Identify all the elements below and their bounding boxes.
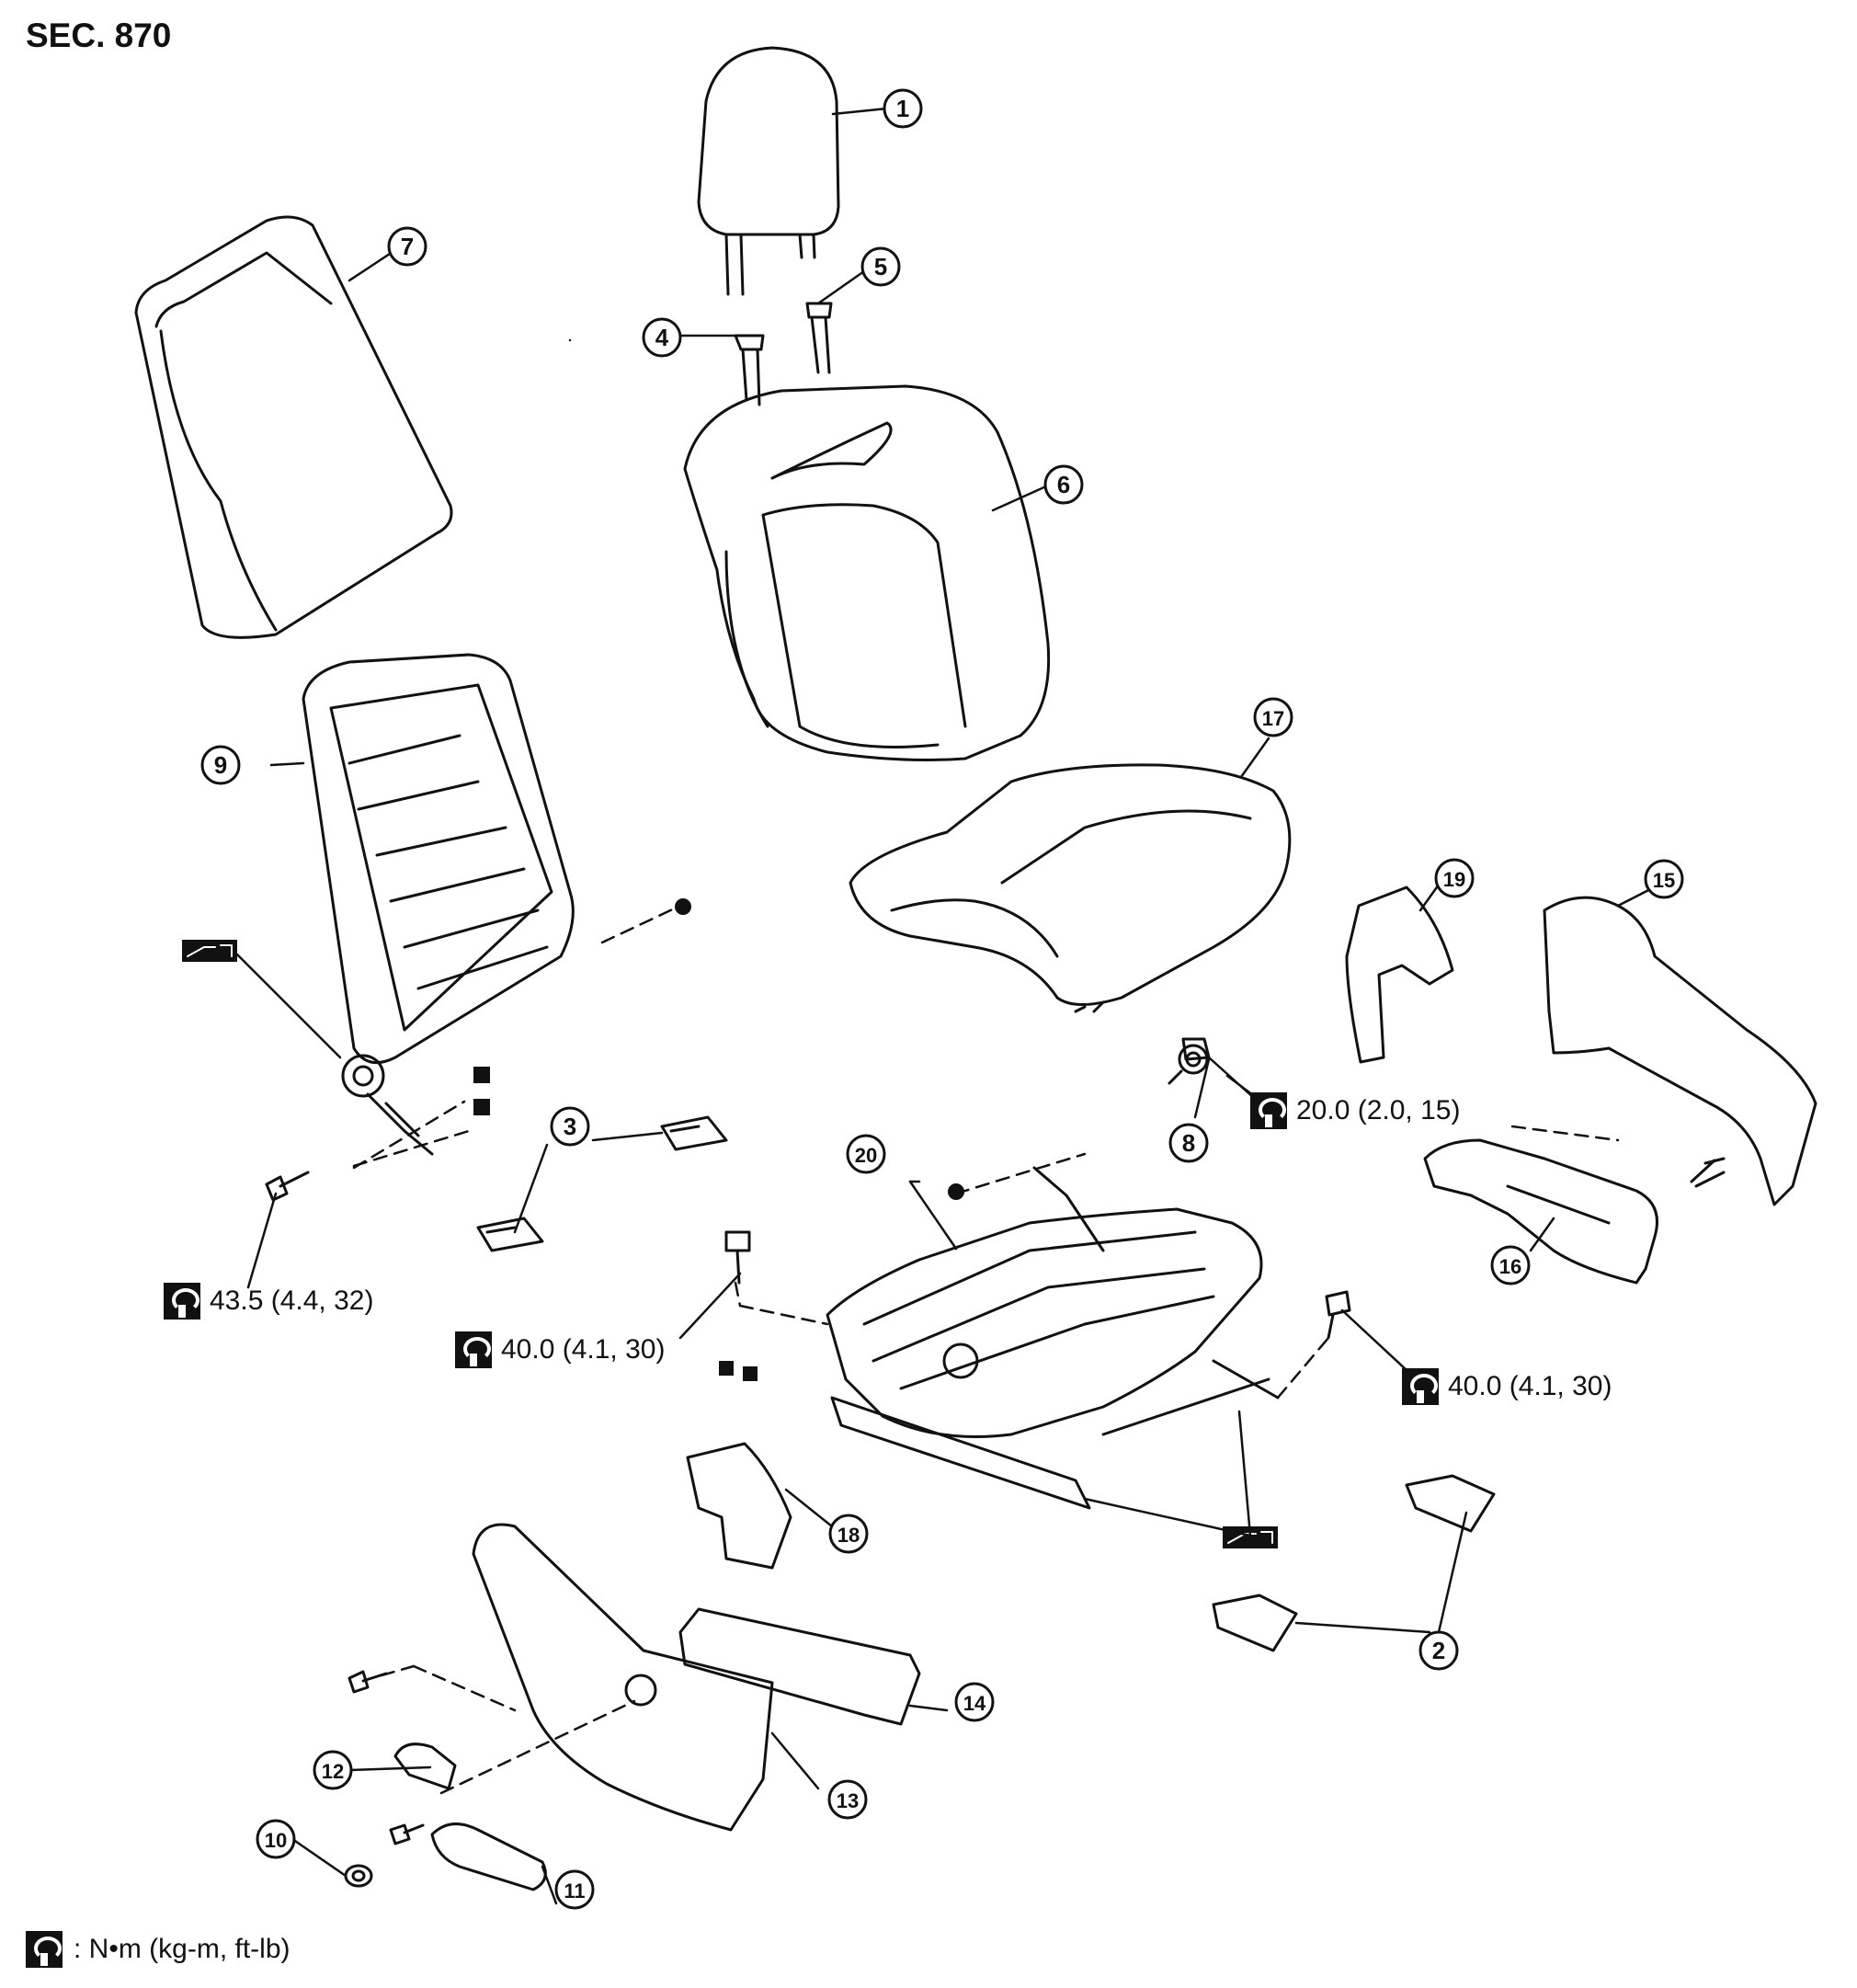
torque-spec-1-value: 20.0 (2.0, 15)	[1296, 1095, 1461, 1125]
torque-spec-2-value: 43.5 (4.4, 32)	[210, 1285, 374, 1316]
callout-circle-8	[1168, 1123, 1209, 1163]
inner-cover	[1345, 885, 1454, 1064]
callout-number-16: 16	[1499, 1255, 1521, 1278]
seatback-frame	[302, 653, 575, 1156]
leader-lines	[235, 107, 1661, 1905]
callout-circle-3	[550, 1106, 590, 1147]
torque-wrench-icon	[1250, 1092, 1287, 1129]
torque-wrench-icon	[26, 1931, 63, 1968]
torque-spec-3: 40.0 (4.1, 30)	[455, 1331, 665, 1368]
section-label: SEC. 870	[26, 17, 172, 54]
callout-number-3: 3	[564, 1113, 576, 1140]
bolts	[265, 1157, 1726, 1845]
callout-circle-16	[1490, 1245, 1531, 1285]
callout-number-9: 9	[214, 751, 227, 779]
callout-number-17: 17	[1262, 707, 1284, 730]
callout-circle-10	[256, 1819, 296, 1859]
headrest	[697, 46, 840, 296]
callout-number-2: 2	[1432, 1637, 1445, 1664]
torque-spec-2: 43.5 (4.4, 32)	[164, 1283, 373, 1320]
torque-legend-text: : N•m (kg-m, ft-lb)	[74, 1934, 291, 1964]
callout-circle-1	[883, 88, 923, 129]
callout-circle-4	[642, 317, 682, 358]
torque-spec-3-value: 40.0 (4.1, 30)	[501, 1334, 666, 1365]
callout-circle-12	[313, 1750, 353, 1790]
callout-number-14: 14	[963, 1692, 986, 1715]
callout-circle-19	[1434, 858, 1475, 898]
seat-frame	[826, 1166, 1280, 1510]
callout-number-7: 7	[401, 233, 414, 260]
seat-cushion	[849, 763, 1292, 1013]
seatback-trim	[683, 384, 1051, 761]
callout-number-6: 6	[1057, 471, 1070, 498]
seat-side-cover	[472, 1523, 774, 1832]
callout-number-11: 11	[564, 1879, 585, 1902]
callout-number-19: 19	[1443, 868, 1465, 891]
torque-spec-4: 40.0 (4.1, 30)	[1402, 1368, 1612, 1405]
callout-circle-17	[1253, 697, 1293, 737]
bracket-2	[1212, 1474, 1496, 1652]
callout-circle-18	[828, 1514, 869, 1554]
torque-wrench-icon	[455, 1331, 492, 1368]
side-shield	[678, 1607, 921, 1726]
callout-number-12: 12	[322, 1760, 344, 1783]
bolt-8	[1168, 1037, 1211, 1085]
callout-circle-5	[860, 246, 901, 287]
recliner-handle	[430, 1822, 547, 1891]
torque-wrench-icon	[1402, 1368, 1439, 1405]
lever-knob	[393, 1742, 457, 1790]
callout-number-18: 18	[837, 1524, 860, 1547]
callout-circle-14	[954, 1682, 995, 1722]
callout-number-15: 15	[1653, 869, 1675, 892]
markers	[473, 898, 964, 1381]
callout-number-10: 10	[265, 1829, 287, 1852]
torque-spec-4-value: 40.0 (4.1, 30)	[1448, 1371, 1612, 1401]
torque-legend: : N•m (kg-m, ft-lb)	[26, 1931, 291, 1968]
callout-circle-20	[846, 1134, 886, 1174]
adjuster-symbol-icon	[182, 940, 1278, 1548]
bracket-3	[476, 1115, 728, 1252]
handle-washer	[344, 1864, 373, 1888]
callout-circle-2	[1418, 1630, 1459, 1671]
callout-number-20: 20	[855, 1144, 877, 1167]
callout-circle-11	[554, 1869, 595, 1910]
alignment-lines	[352, 904, 1620, 1795]
callout-number-8: 8	[1182, 1129, 1195, 1157]
callout-circle-13	[827, 1779, 868, 1820]
callout-number-13: 13	[837, 1789, 859, 1812]
callout-circle-15	[1644, 859, 1684, 899]
outer-finisher	[1543, 896, 1817, 1206]
callout-number-4: 4	[655, 324, 669, 351]
callout-number-5: 5	[874, 253, 887, 280]
callout-circle-9	[200, 745, 241, 785]
torque-spec-1: 20.0 (2.0, 15)	[1250, 1092, 1460, 1129]
callout-number-1: 1	[896, 95, 909, 122]
callout-circle-7	[387, 226, 427, 267]
seatback-board	[134, 215, 453, 639]
inner-shield	[686, 1442, 792, 1570]
callout-circle-6	[1043, 464, 1084, 505]
torque-wrench-icon	[164, 1283, 200, 1320]
recliner-cover	[1423, 1138, 1726, 1285]
